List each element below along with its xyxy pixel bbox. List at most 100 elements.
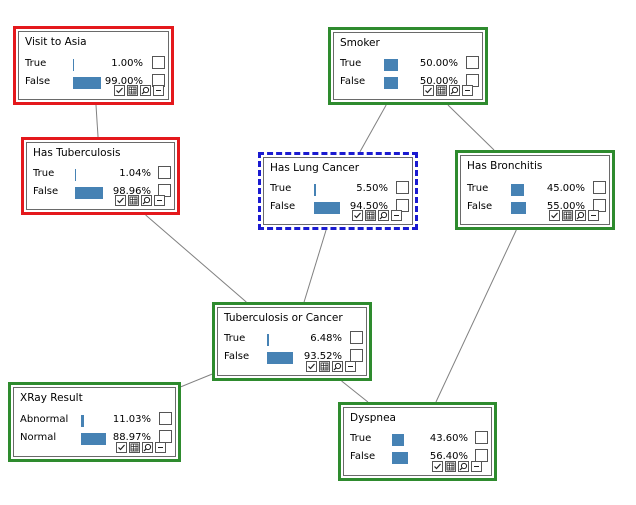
minimize-icon[interactable]	[391, 210, 402, 221]
evidence-checkbox[interactable]	[158, 166, 171, 179]
evidence-checkbox[interactable]	[593, 199, 606, 212]
node-title: Tuberculosis or Cancer	[224, 312, 343, 324]
state-row: True 1.00%	[25, 56, 165, 72]
magnifier-icon[interactable]	[141, 195, 152, 206]
minimize-icon[interactable]	[345, 361, 356, 372]
table-icon[interactable]	[436, 85, 447, 96]
probability-bar	[267, 352, 293, 364]
probability-bar	[73, 77, 101, 89]
probability-value: 11.03%	[112, 414, 151, 425]
node-has-lung-cancer[interactable]: Has Lung Cancer True 5.50% False 94.50%	[258, 152, 418, 230]
state-label: False	[340, 76, 366, 87]
minimize-icon[interactable]	[154, 195, 165, 206]
probability-bar	[73, 59, 74, 71]
table-icon[interactable]	[127, 85, 138, 96]
node-title: Has Lung Cancer	[270, 162, 360, 174]
table-icon[interactable]	[562, 210, 573, 221]
evidence-checkbox[interactable]	[396, 199, 409, 212]
edge-smoker-to-has_bronchitis	[447, 104, 495, 151]
magnifier-icon[interactable]	[140, 85, 151, 96]
state-row: True 43.60%	[350, 431, 488, 447]
probability-bar	[314, 202, 340, 214]
state-row: False 94.50%	[270, 199, 409, 215]
minimize-icon[interactable]	[153, 85, 164, 96]
evidence-checkbox[interactable]	[396, 181, 409, 194]
magnifier-icon[interactable]	[449, 85, 460, 96]
magnifier-icon[interactable]	[378, 210, 389, 221]
minimize-icon[interactable]	[471, 461, 482, 472]
state-row: True 50.00%	[340, 56, 479, 72]
magnifier-icon[interactable]	[458, 461, 469, 472]
node-title: Visit to Asia	[25, 36, 87, 48]
node-title: Smoker	[340, 37, 380, 49]
checkbox-icon[interactable]	[114, 85, 125, 96]
node-visit-to-asia[interactable]: Visit to Asia True 1.00% False 99.00%	[13, 26, 174, 105]
magnifier-icon[interactable]	[332, 361, 343, 372]
table-icon[interactable]	[128, 195, 139, 206]
checkbox-icon[interactable]	[352, 210, 363, 221]
node-title: Dyspnea	[350, 412, 396, 424]
evidence-checkbox[interactable]	[475, 431, 488, 444]
minimize-icon[interactable]	[462, 85, 473, 96]
state-row: True 45.00%	[467, 181, 606, 197]
state-row: Normal 88.97%	[20, 430, 172, 446]
minimize-icon[interactable]	[588, 210, 599, 221]
state-row: True 1.04%	[33, 166, 171, 182]
edge-has_lung_cancer-to-tb_or_cancer	[303, 229, 327, 303]
edge-visit_to_asia-to-has_tuberculosis	[95, 104, 99, 138]
probability-value: 45.00%	[546, 183, 585, 194]
evidence-checkbox[interactable]	[159, 412, 172, 425]
table-icon[interactable]	[129, 442, 140, 453]
state-label: Abnormal	[20, 414, 69, 425]
checkbox-icon[interactable]	[115, 195, 126, 206]
evidence-checkbox[interactable]	[350, 331, 363, 344]
probability-value: 1.04%	[119, 168, 151, 179]
node-title: XRay Result	[20, 392, 83, 404]
state-label: False	[224, 351, 250, 362]
node-smoker[interactable]: Smoker True 50.00% False 50.00%	[328, 27, 488, 105]
probability-value: 94.50%	[349, 201, 388, 212]
checkbox-icon[interactable]	[306, 361, 317, 372]
probability-value: 56.40%	[429, 451, 468, 462]
state-label: True	[224, 333, 246, 344]
magnifier-icon[interactable]	[575, 210, 586, 221]
state-row: False 55.00%	[467, 199, 606, 215]
probability-bar	[392, 452, 408, 464]
table-icon[interactable]	[319, 361, 330, 372]
checkbox-icon[interactable]	[432, 461, 443, 472]
minimize-icon[interactable]	[155, 442, 166, 453]
probability-value: 99.00%	[104, 76, 143, 87]
checkbox-icon[interactable]	[549, 210, 560, 221]
state-label: True	[33, 168, 55, 179]
state-row: False 93.52%	[224, 349, 363, 365]
probability-value: 93.52%	[303, 351, 342, 362]
probability-value: 50.00%	[419, 76, 458, 87]
state-label: False	[350, 451, 376, 462]
node-has-tuberculosis[interactable]: Has Tuberculosis True 1.04% False 98.96%	[21, 137, 180, 215]
node-tuberculosis-or-cancer[interactable]: Tuberculosis or Cancer True 6.48% False …	[212, 302, 372, 381]
table-icon[interactable]	[365, 210, 376, 221]
magnifier-icon[interactable]	[142, 442, 153, 453]
evidence-checkbox[interactable]	[350, 349, 363, 362]
state-label: True	[270, 183, 292, 194]
checkbox-icon[interactable]	[116, 442, 127, 453]
node-dyspnea[interactable]: Dyspnea True 43.60% False 56.40%	[338, 402, 497, 481]
probability-bar	[75, 169, 76, 181]
probability-bar	[75, 187, 103, 199]
evidence-checkbox[interactable]	[466, 56, 479, 69]
node-has-bronchitis[interactable]: Has Bronchitis True 45.00% False 55.00%	[455, 150, 615, 230]
evidence-checkbox[interactable]	[152, 56, 165, 69]
evidence-checkbox[interactable]	[593, 181, 606, 194]
probability-bar	[511, 202, 526, 214]
table-icon[interactable]	[445, 461, 456, 472]
edge-tb_or_cancer-to-dyspnea	[341, 380, 369, 403]
state-row: True 5.50%	[270, 181, 409, 197]
state-label: True	[350, 433, 372, 444]
checkbox-icon[interactable]	[423, 85, 434, 96]
node-title: Has Tuberculosis	[33, 147, 121, 159]
node-xray-result[interactable]: XRay Result Abnormal 11.03% Normal 88.97…	[8, 382, 181, 462]
probability-value: 98.96%	[112, 186, 151, 197]
probability-bar	[384, 77, 398, 89]
probability-value: 50.00%	[419, 58, 458, 69]
probability-bar	[384, 59, 398, 71]
